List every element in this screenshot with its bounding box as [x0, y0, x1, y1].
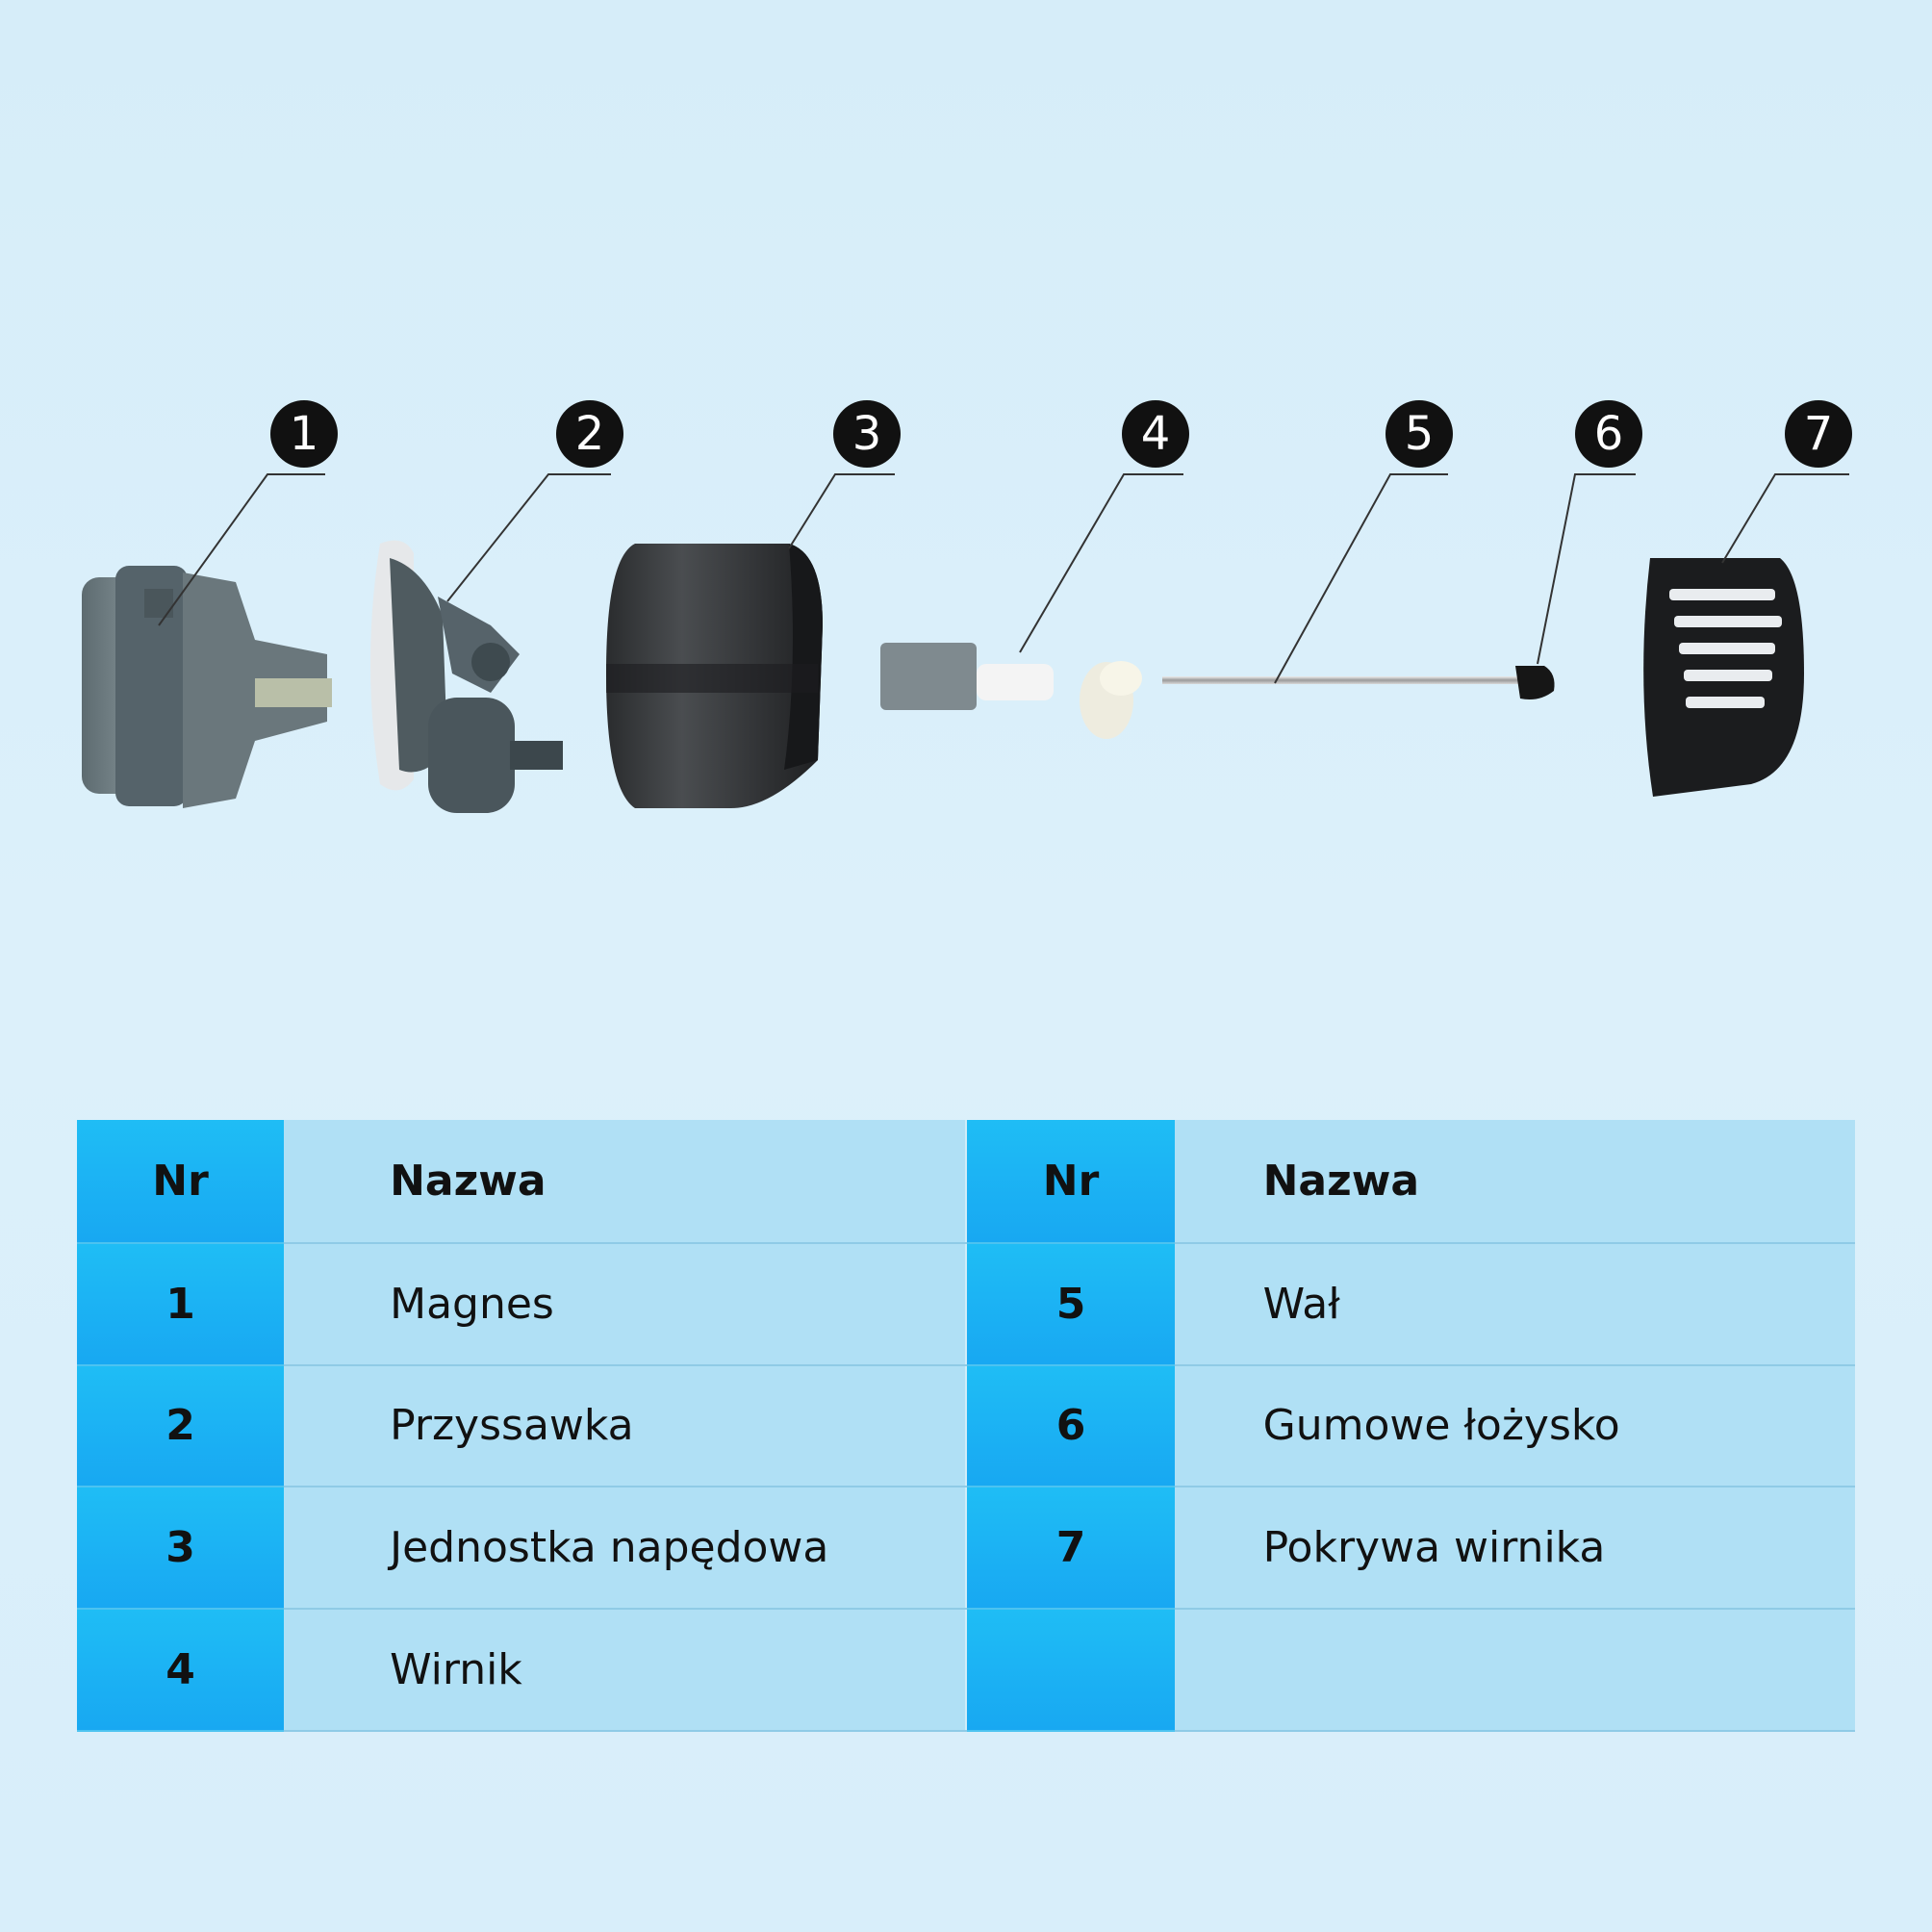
part-impeller-cover: [1643, 558, 1804, 797]
column-divider: [965, 1487, 968, 1611]
header-name-right: Nazwa: [1174, 1120, 1855, 1244]
table-row: 4 Wirnik: [77, 1609, 1855, 1732]
part-rubber-bearing: [1515, 666, 1555, 699]
row-nr-left: 1: [77, 1242, 285, 1366]
column-divider: [965, 1364, 968, 1488]
row-name-left: Przyssawka: [284, 1364, 966, 1488]
table-row: 3 Jednostka napędowa 7 Pokrywa wirnika: [77, 1487, 1855, 1611]
row-nr-right: 5: [967, 1242, 1175, 1366]
svg-text:5: 5: [1405, 407, 1435, 461]
svg-text:3: 3: [852, 407, 882, 461]
parts-table: Nr Nazwa Nr Nazwa 1 Magnes 5 Wał 2 Przys…: [77, 1120, 1855, 1732]
row-name-right: Pokrywa wirnika: [1174, 1487, 1855, 1611]
svg-text:2: 2: [575, 407, 605, 461]
header-nr-right: Nr: [967, 1120, 1175, 1244]
svg-text:6: 6: [1594, 407, 1624, 461]
column-divider: [965, 1609, 968, 1732]
row-name-right: [1174, 1609, 1855, 1732]
row-name-right: Wał: [1174, 1242, 1855, 1366]
header-nr-left: Nr: [77, 1120, 285, 1244]
row-nr-right: [967, 1609, 1175, 1732]
table-header-row: Nr Nazwa Nr Nazwa: [77, 1120, 1855, 1244]
svg-text:4: 4: [1141, 407, 1171, 461]
part-impeller: [880, 643, 1142, 739]
part-shaft: [1162, 676, 1518, 684]
row-nr-left: 4: [77, 1609, 285, 1732]
row-name-left: Wirnik: [284, 1609, 966, 1732]
table-row: 2 Przyssawka 6 Gumowe łożysko: [77, 1364, 1855, 1488]
part-magnet: [82, 566, 332, 808]
callout-5: 5: [1385, 400, 1453, 468]
row-name-left: Magnes: [284, 1242, 966, 1366]
exploded-parts-diagram: 1 2 3 4 5 6 7: [82, 400, 1852, 813]
row-nr-left: 2: [77, 1364, 285, 1488]
row-name-right: Gumowe łożysko: [1174, 1364, 1855, 1488]
row-nr-left: 3: [77, 1487, 285, 1611]
row-nr-right: 7: [967, 1487, 1175, 1611]
leader-lines: [158, 473, 1849, 684]
callout-1: 1: [270, 400, 338, 468]
row-nr-right: 6: [967, 1364, 1175, 1488]
callout-7: 7: [1785, 400, 1852, 468]
svg-text:7: 7: [1804, 407, 1834, 461]
callout-2: 2: [556, 400, 623, 468]
callout-4: 4: [1122, 400, 1189, 468]
svg-text:1: 1: [290, 407, 319, 461]
table-row: 1 Magnes 5 Wał: [77, 1242, 1855, 1366]
part-suction-cup: [370, 540, 563, 813]
part-drive-unit: [606, 544, 823, 808]
callout-6: 6: [1575, 400, 1642, 468]
header-name-left: Nazwa: [284, 1120, 966, 1244]
column-divider: [965, 1120, 968, 1244]
row-name-left: Jednostka napędowa: [284, 1487, 966, 1611]
callout-3: 3: [833, 400, 901, 468]
column-divider: [965, 1242, 968, 1366]
